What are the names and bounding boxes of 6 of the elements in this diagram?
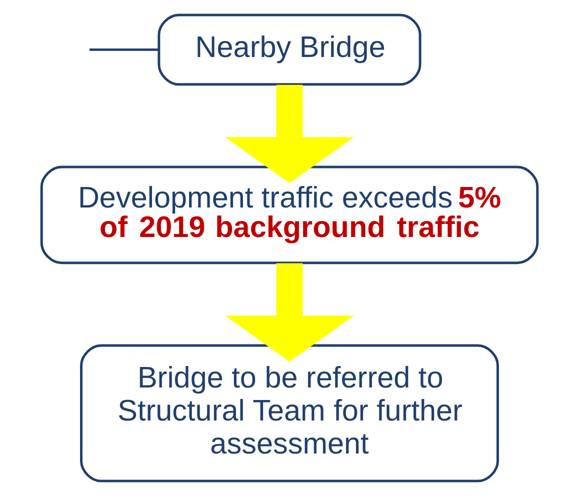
node-box: Development traffic exceeds 5% of 2019 background traffic [40, 166, 539, 264]
arrow [225, 84, 354, 184]
connector [89, 48, 158, 51]
node-box: Bridge to be referred to Structural Team for further assessment [80, 344, 499, 482]
node-box: Nearby Bridge [158, 14, 422, 86]
arrow [225, 263, 354, 362]
